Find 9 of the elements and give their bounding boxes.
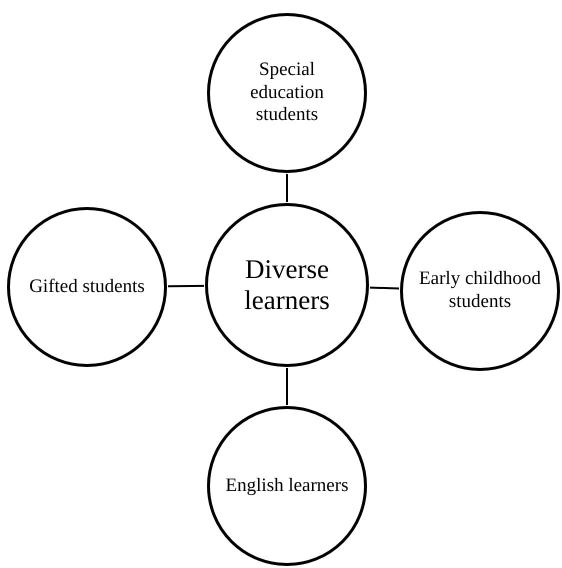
connector-line	[168, 284, 204, 288]
connector-line	[286, 368, 288, 405]
node-label: Early childhood students	[418, 268, 542, 314]
node-label: English learners	[224, 474, 350, 498]
connector-line	[370, 286, 400, 290]
node-label: Diverse learners	[243, 254, 331, 316]
node-label: Special education students	[249, 58, 325, 128]
node-label: Gifted students	[28, 276, 146, 298]
connector-line	[286, 174, 288, 202]
